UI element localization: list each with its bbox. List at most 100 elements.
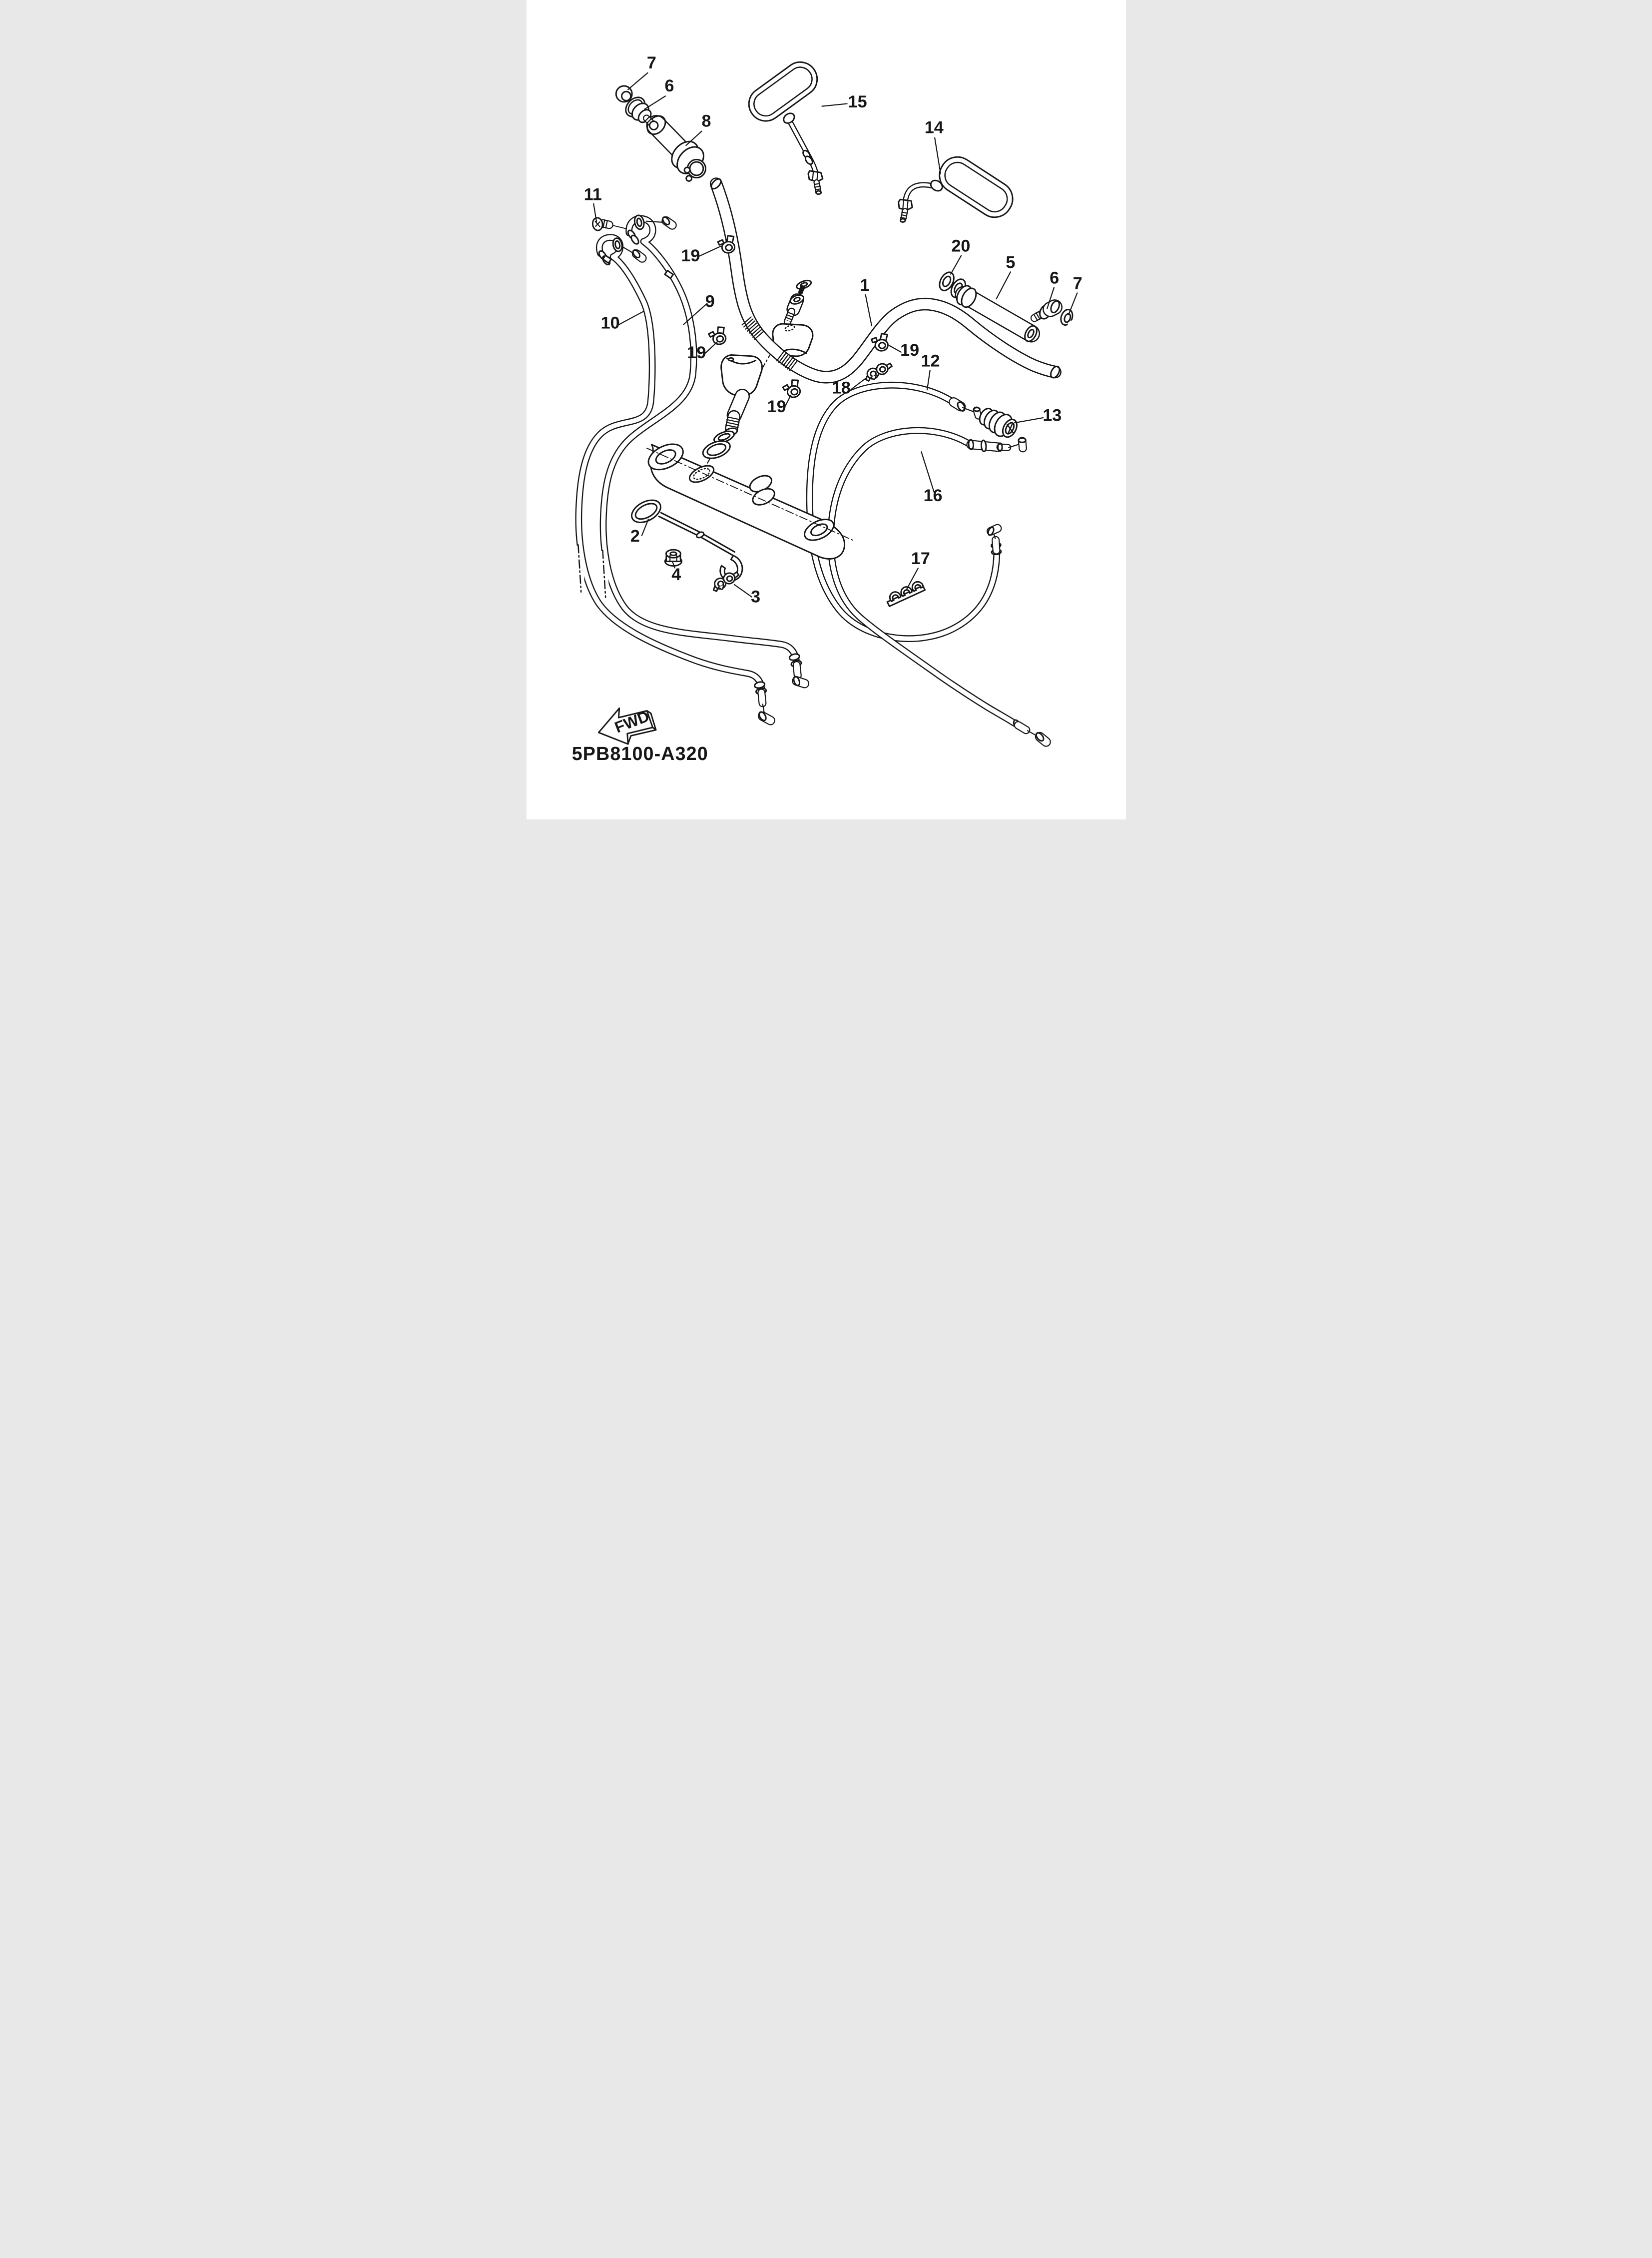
break-line bbox=[601, 550, 606, 598]
leader-line bbox=[592, 203, 597, 222]
callout-number: 4 bbox=[671, 565, 681, 584]
tube-bore bbox=[1027, 329, 1035, 339]
throttle-tube-5 bbox=[954, 285, 1040, 343]
callout-18: 18 bbox=[831, 377, 866, 397]
adjuster-body-core bbox=[758, 690, 765, 706]
adjuster-body-core bbox=[793, 662, 801, 679]
stud-tip bbox=[815, 190, 822, 195]
bearing-ring-hole bbox=[706, 443, 726, 456]
grip-end-fitting-6-left bbox=[624, 96, 659, 130]
washer-hole bbox=[620, 90, 631, 101]
throttle-cable-12 bbox=[806, 381, 1002, 642]
barrel-face bbox=[1017, 437, 1027, 443]
thread-lines bbox=[644, 115, 653, 125]
callout-number: 6 bbox=[664, 76, 674, 95]
barrel-face bbox=[632, 249, 640, 259]
callout-19-d: 19 bbox=[767, 394, 791, 416]
leader-line bbox=[1014, 417, 1044, 424]
adjuster-boot-13 bbox=[979, 408, 1018, 438]
tube-body-core bbox=[956, 287, 1039, 341]
diagram-code: 5PB8100-A320 bbox=[571, 743, 708, 764]
fitting-tip bbox=[648, 120, 659, 130]
phillips-slot bbox=[594, 221, 600, 227]
stem-collar bbox=[804, 155, 813, 165]
wire-barrel-core bbox=[792, 677, 808, 688]
arrow-depth bbox=[627, 710, 657, 745]
callout-number: 19 bbox=[900, 341, 919, 360]
mirror-left-15 bbox=[748, 61, 823, 195]
mirror-right-14 bbox=[897, 156, 1014, 223]
callouts: 7 6 8 15 14 11 19 20 5 6 7 1 9 10 19 19 … bbox=[583, 53, 1082, 606]
guide-clip bbox=[911, 581, 924, 592]
callout-number: 8 bbox=[701, 111, 711, 130]
leader-line bbox=[685, 130, 702, 146]
bracket-eyelet bbox=[695, 531, 704, 539]
crown-plate bbox=[650, 444, 845, 560]
callout-number: 7 bbox=[1073, 274, 1082, 293]
callout-15: 15 bbox=[821, 92, 867, 111]
lower-holder bbox=[720, 354, 763, 397]
callout-number: 6 bbox=[1050, 269, 1059, 288]
stem-thread-lines bbox=[724, 416, 740, 430]
leader-line bbox=[905, 568, 919, 591]
knurl-section bbox=[741, 316, 764, 340]
stud-tip bbox=[899, 218, 906, 223]
cable-eyelet-hole bbox=[636, 217, 642, 227]
knurl-section bbox=[775, 350, 798, 372]
callout-10: 10 bbox=[600, 310, 644, 333]
callout-number: 3 bbox=[751, 587, 760, 606]
callout-number: 5 bbox=[1006, 253, 1015, 272]
callout-number: 1 bbox=[860, 276, 869, 295]
throttle-cable-16 bbox=[827, 427, 1051, 747]
callout-number: 19 bbox=[681, 246, 700, 265]
screw-threads bbox=[602, 219, 609, 229]
parts-diagram-steering-handle-cable: FWD 5PB8100-A320 7 6 8 15 14 11 19 20 5 … bbox=[526, 0, 1126, 819]
callout-number: 15 bbox=[848, 92, 867, 111]
bar-end-face bbox=[1050, 365, 1060, 379]
break-line bbox=[577, 544, 581, 593]
callout-19-a: 19 bbox=[681, 245, 721, 265]
callout-7-right: 7 bbox=[1068, 274, 1082, 316]
mirror-ball-joint bbox=[930, 179, 943, 192]
leader-line bbox=[950, 255, 962, 275]
callout-number: 14 bbox=[924, 118, 943, 137]
callout-13: 13 bbox=[1014, 406, 1062, 425]
cable-eyelet-hole bbox=[614, 240, 620, 249]
clutch-cable-10 bbox=[574, 234, 775, 726]
callout-number: 13 bbox=[1043, 406, 1062, 425]
callout-19-c: 19 bbox=[888, 341, 919, 360]
lever-holder-screw-11 bbox=[591, 217, 627, 231]
inner-wire bbox=[962, 407, 975, 413]
step-face bbox=[997, 442, 1003, 452]
crown-right-boss-hole bbox=[810, 523, 828, 537]
fwd-arrow: FWD bbox=[597, 707, 657, 745]
callout-number: 11 bbox=[583, 185, 601, 204]
leader-line bbox=[1068, 292, 1078, 316]
barrel-face bbox=[987, 526, 995, 536]
screw-axis bbox=[611, 224, 627, 229]
grip-left-8 bbox=[645, 115, 706, 182]
pin-face bbox=[973, 407, 981, 412]
mirror-stem-core bbox=[904, 183, 936, 200]
ferrule-face bbox=[957, 401, 966, 412]
mirror-head bbox=[938, 156, 1014, 218]
cable-clamp-19b bbox=[706, 325, 727, 347]
handlebar-tube-core bbox=[710, 178, 1060, 382]
housing-collar bbox=[663, 269, 674, 279]
callout-20: 20 bbox=[950, 237, 970, 275]
leader-line bbox=[783, 394, 791, 409]
callout-number: 19 bbox=[767, 397, 786, 416]
housing-collar bbox=[601, 254, 612, 264]
cable-core bbox=[576, 235, 764, 691]
leader-line bbox=[671, 561, 675, 569]
cable-clamp-19d bbox=[781, 378, 802, 400]
cap-face bbox=[1050, 300, 1060, 314]
callout-number: 12 bbox=[921, 352, 940, 371]
double-cable-clamp-18 bbox=[862, 360, 895, 383]
bar-end-face bbox=[710, 178, 722, 190]
callout-number: 20 bbox=[951, 237, 970, 256]
callout-14: 14 bbox=[924, 118, 943, 174]
diagram-page: FWD 5PB8100-A320 7 6 8 15 14 11 19 20 5 … bbox=[526, 0, 1126, 819]
leader-line bbox=[850, 377, 866, 390]
tube-flange bbox=[960, 287, 977, 308]
